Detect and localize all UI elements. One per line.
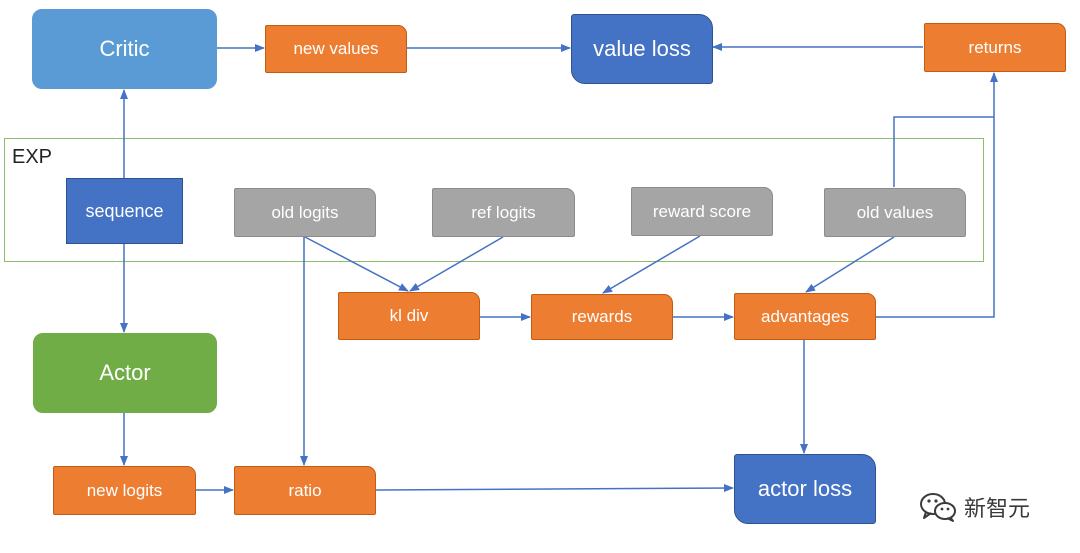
rewards-node: rewards — [531, 294, 673, 340]
advantages-node: advantages — [734, 293, 876, 340]
edge-reward-score-rewards — [602, 235, 701, 294]
edge-old-logits-kl-div — [304, 236, 409, 292]
wechat-icon — [920, 493, 956, 522]
edge-old-values-returns — [893, 116, 994, 187]
kl-div-node: kl div — [338, 292, 480, 340]
value-loss-node: value loss — [571, 14, 713, 84]
exp-group-frame — [4, 138, 984, 262]
actor-loss-node: actor loss — [734, 454, 876, 524]
returns-node: returns — [924, 23, 1066, 72]
actor-node: Actor — [33, 333, 217, 413]
new-logits-node: new logits — [53, 466, 196, 515]
exp-group-label: EXP — [12, 146, 53, 168]
edge-old-values-advantages — [805, 236, 895, 293]
watermark-text: 新智元 — [964, 497, 1031, 522]
sequence-node: sequence — [66, 178, 183, 244]
reward-score-node: reward score — [631, 187, 773, 236]
old-logits-node: old logits — [234, 188, 376, 237]
edge-advantages-returns — [876, 72, 998, 318]
edge-ratio-actor-loss — [375, 484, 734, 493]
ratio-node: ratio — [234, 466, 376, 515]
edge-ref-logits-kl-div — [409, 236, 504, 292]
new-values-node: new values — [265, 25, 407, 73]
ref-logits-node: ref logits — [432, 188, 575, 237]
old-values-node: old values — [824, 188, 966, 237]
watermark: 新智元 — [918, 490, 1030, 524]
critic-node: Critic — [32, 9, 217, 89]
